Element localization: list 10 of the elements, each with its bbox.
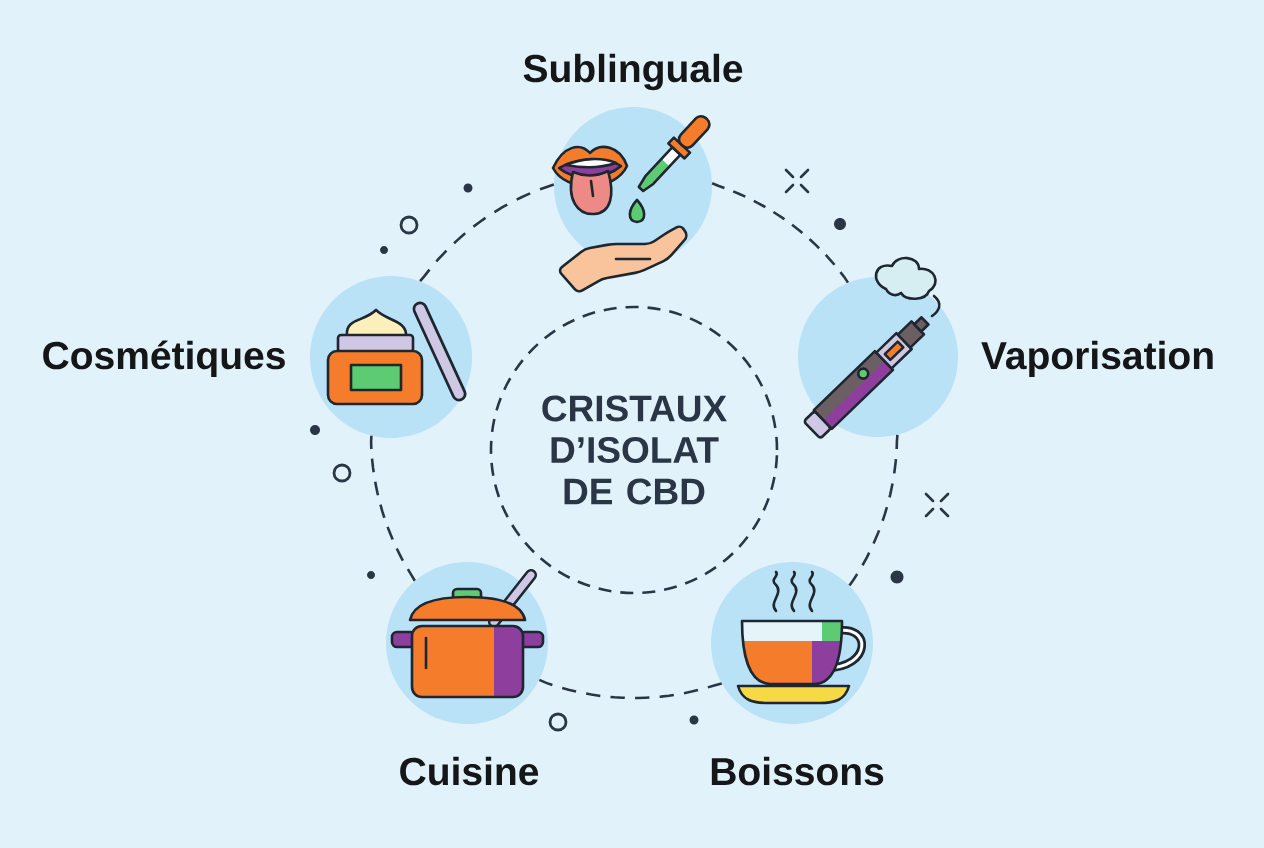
category-label: Boissons (711, 756, 884, 786)
category-label: Cuisine (400, 756, 539, 786)
category-label: Cosmétiques (43, 340, 285, 378)
dashed-arc (419, 183, 555, 283)
dashed-arc (369, 435, 416, 582)
category-label: Vaporisation (981, 340, 1213, 378)
dashed-arc (538, 678, 722, 700)
dashed-arc (711, 182, 850, 284)
category-label: Sublinguale (523, 53, 743, 91)
dashed-arc (848, 434, 899, 587)
